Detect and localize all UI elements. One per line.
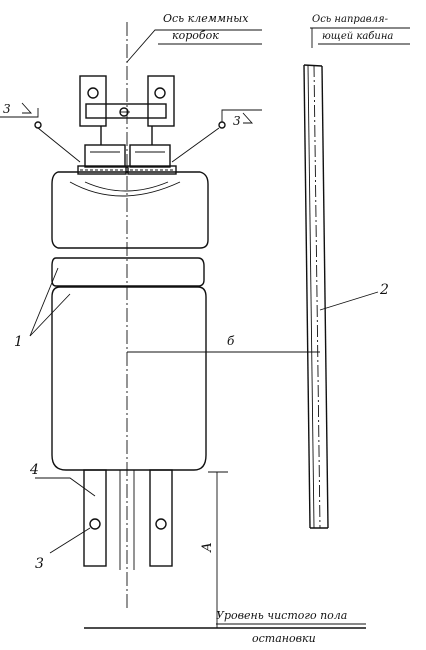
weld-label-right: 3: [233, 114, 241, 128]
terminal-axis-label-line2: коробок: [172, 29, 219, 42]
motor-top-housing: [51, 171, 209, 249]
position-label-1: 1: [14, 334, 23, 350]
guide-axis-label-line2: ющей кабина: [322, 31, 393, 42]
leader-4: [35, 477, 96, 497]
motor-middle-ring: [51, 257, 205, 287]
floor-label-line2: остановки: [252, 632, 316, 645]
motor-lower-housing: [51, 286, 207, 471]
dimension-a-label: А: [200, 542, 215, 553]
terminal-axis-label-line1: Ось клеммных: [163, 12, 249, 25]
leader-1: [29, 267, 59, 337]
dimension-b-label: б: [227, 334, 235, 348]
guide-rail: [303, 64, 329, 529]
weld-label-left: 3: [3, 102, 11, 116]
position-label-3: 3: [35, 556, 44, 572]
top-bracket: [79, 75, 175, 145]
position-label-2: 2: [379, 282, 389, 298]
weld-symbol-left: 3: [0, 102, 81, 163]
terminal-boxes: [77, 144, 177, 175]
guide-axis-label-line1: Ось направля-: [312, 14, 389, 25]
terminal-axis-leader: [126, 29, 262, 63]
position-label-4: 4: [29, 462, 39, 478]
floor-label-line1: Уровень чистого пола: [216, 609, 347, 622]
support-legs: [83, 469, 173, 570]
leader-3: [49, 527, 91, 554]
leader-2: [319, 291, 379, 311]
motor-body: [51, 171, 209, 471]
weld-symbol-right: 3: [171, 109, 262, 163]
